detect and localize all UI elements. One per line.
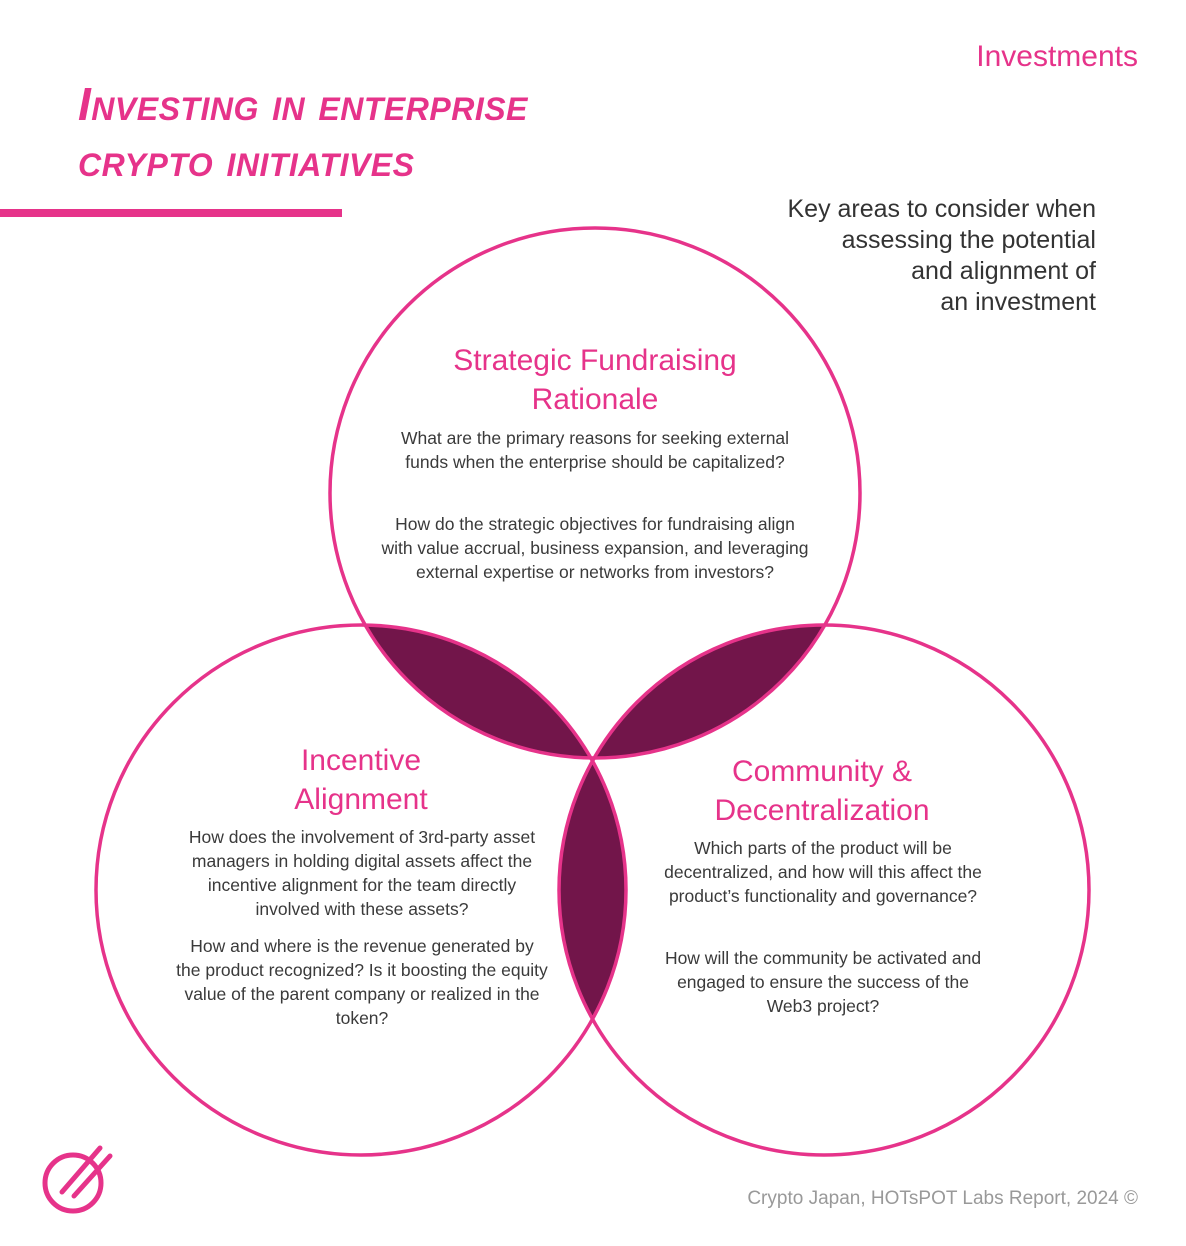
right-circle-question-1: Which parts of the product will be decen… [664,838,982,906]
subtitle-line-3: and alignment of [911,257,1096,285]
left-circle-title-line-2: Alignment [294,783,428,816]
subtitle: Key areas to consider when assessing the… [676,194,1096,318]
page-title: Investing in enterprise crypto initiativ… [78,76,718,188]
right-circle-title-line-1: Community & [731,755,913,788]
category-label: Investments [976,40,1138,73]
top-circle-title: Strategic Fundraising Rationale [395,341,795,419]
right-circle-title-line-2: Decentralization [714,794,930,827]
subtitle-line-2: assessing the potential [841,226,1096,254]
left-circle-title-line-1: Incentive [300,744,422,777]
left-circle-question-2: How and where is the revenue generated b… [176,936,548,1028]
left-circle-title: Incentive Alignment [211,741,511,819]
circle-right [557,623,1091,1157]
footer-source: Crypto Japan, HOTsPOT Labs Report, 2024 … [747,1188,1138,1209]
circle-left [94,623,628,1157]
title-underline-bar [0,209,342,217]
subtitle-line-4: an investment [940,288,1096,316]
subtitle-line-1: Key areas to consider when [787,195,1096,223]
hotspot-logo-icon [42,1145,113,1214]
top-circle-question-2: How do the strategic objectives for fund… [381,514,809,582]
top-circle-title-line-1: Strategic Fundraising [453,344,737,377]
right-circle-title: Community & Decentralization [652,752,992,830]
top-circle-title-line-2: Rationale [531,383,659,416]
right-circle-question-2: How will the community be activated and … [664,948,982,1016]
left-circle-question-1: How does the involvement of 3rd-party as… [188,827,536,919]
top-circle-question-1: What are the primary reasons for seeking… [400,428,790,472]
title-line-1: Investing in enterprise [78,78,528,130]
title-line-2: crypto initiatives [78,134,415,186]
